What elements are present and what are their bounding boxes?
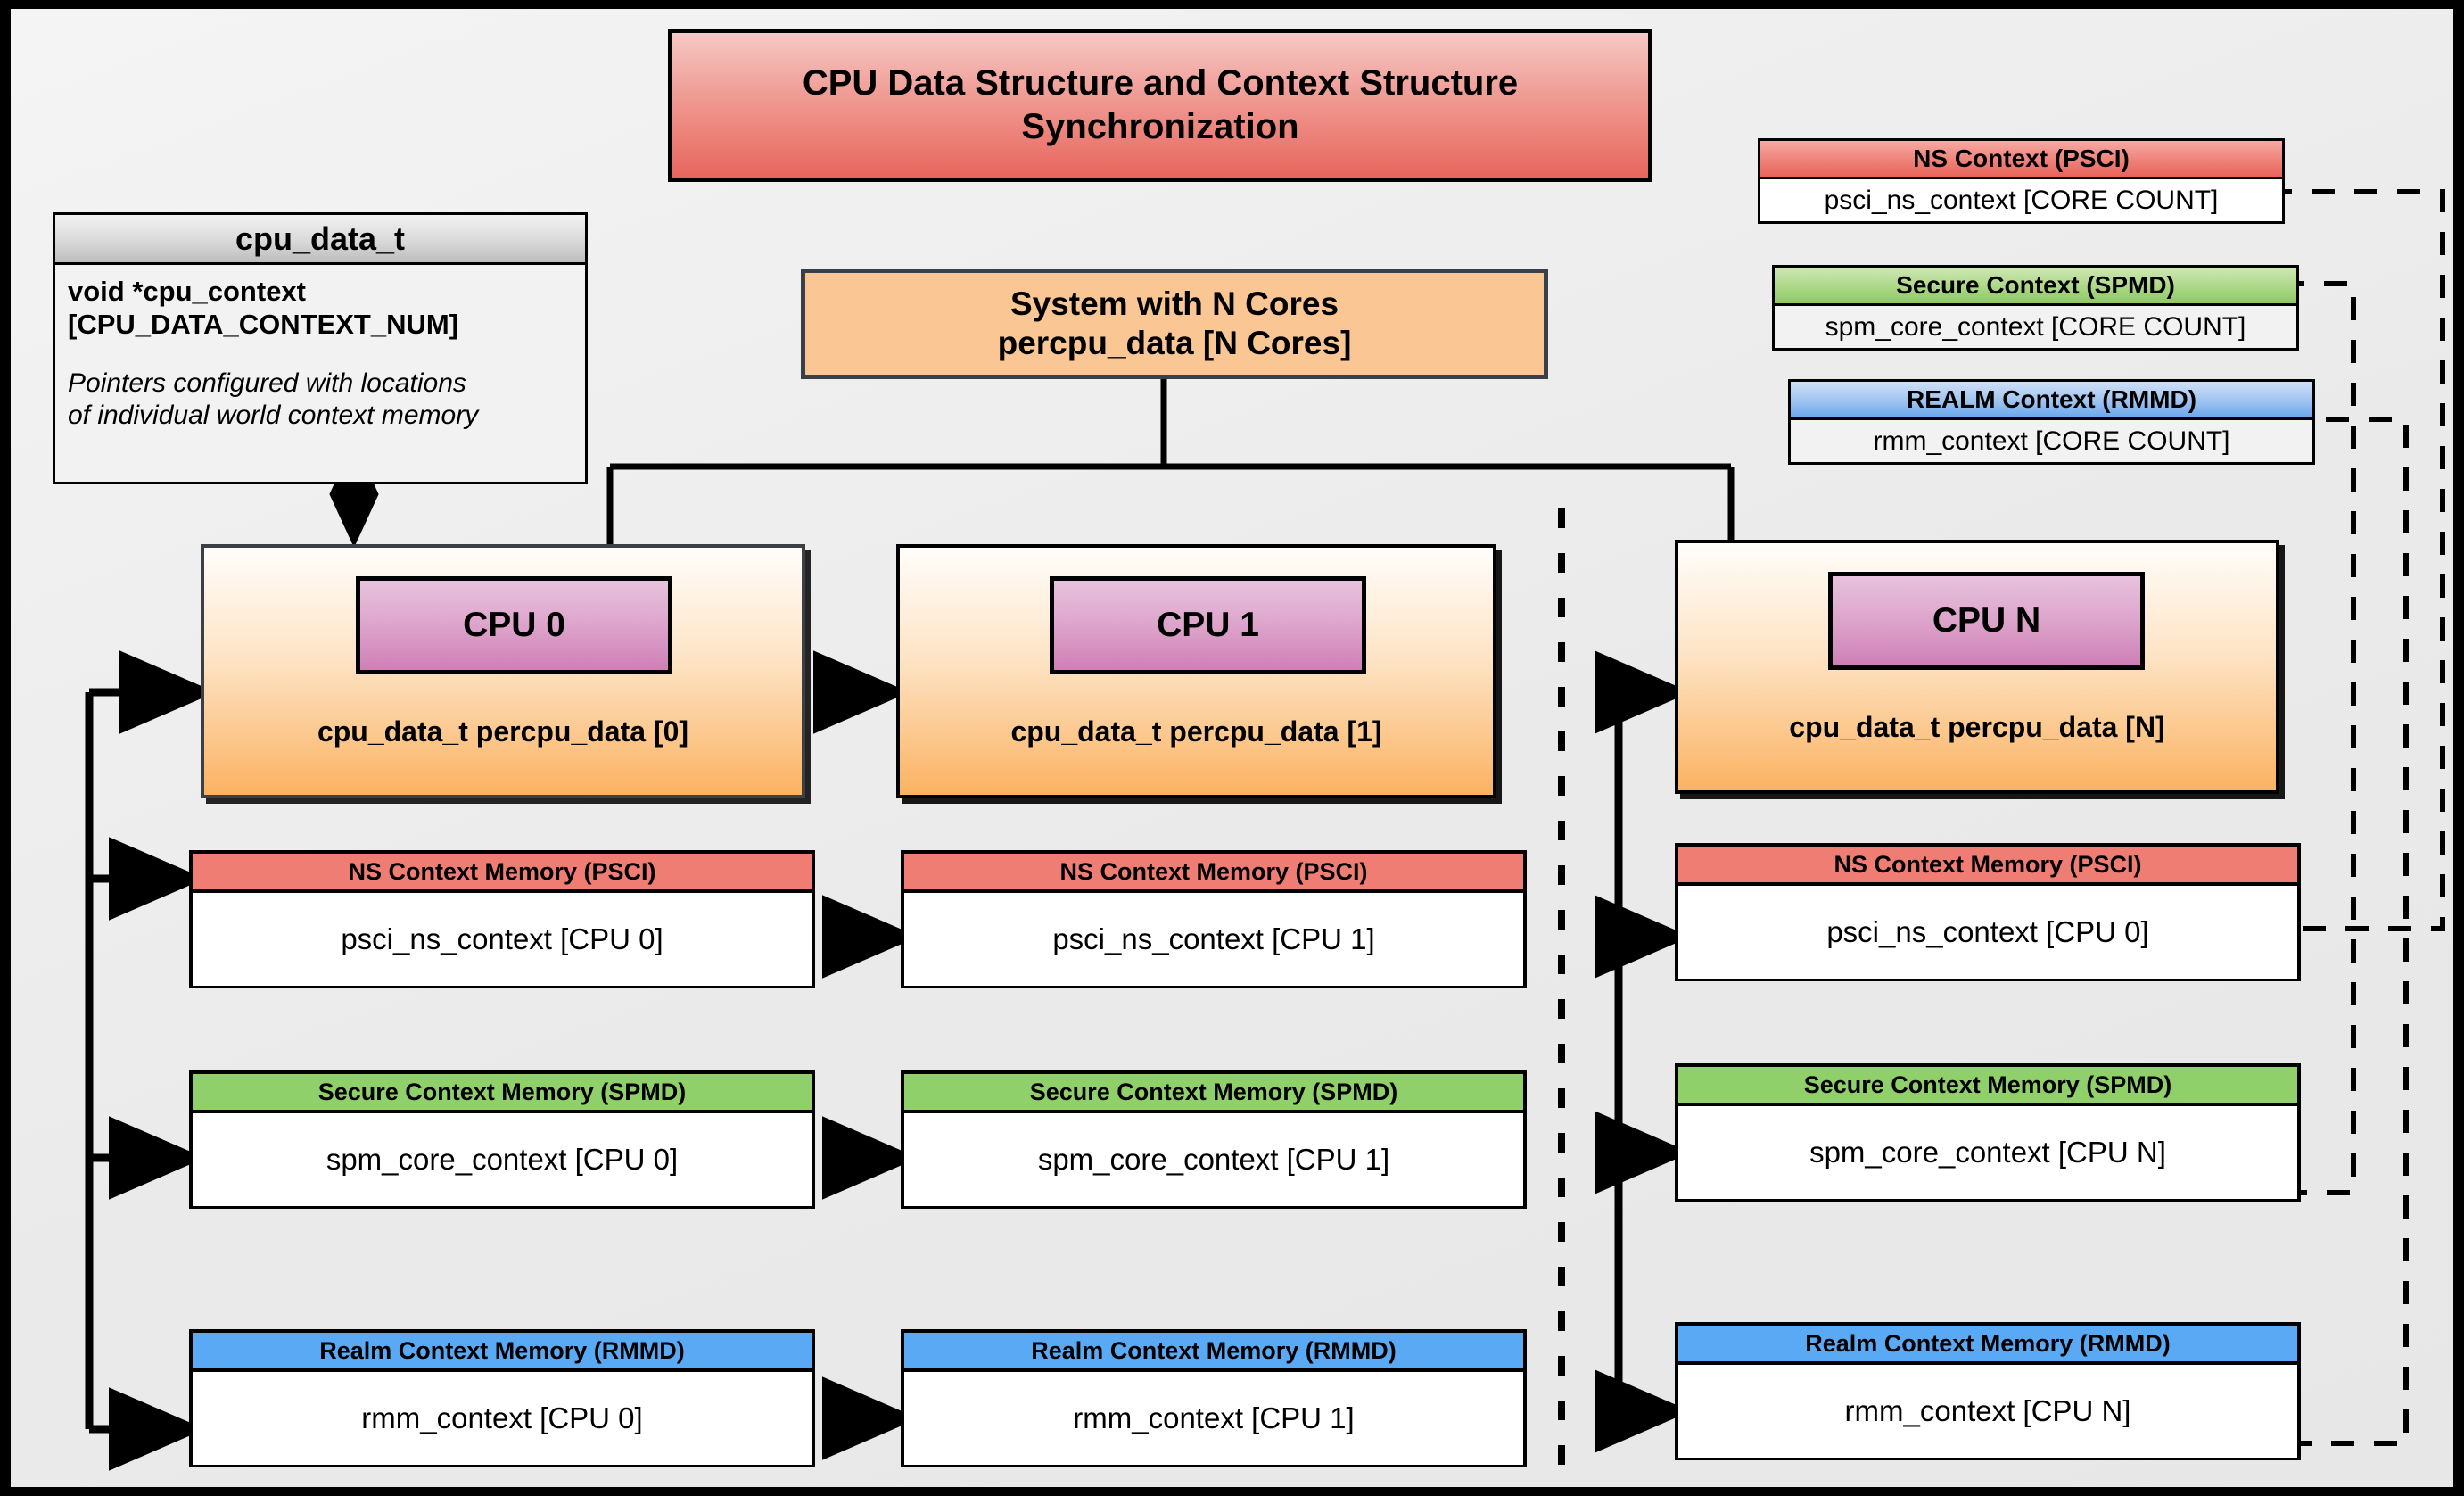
global-context-secure: Secure Context (SPMD) spm_core_context […	[1772, 265, 2299, 351]
cpu-data-t-struct-box: cpu_data_t void *cpu_context [CPU_DATA_C…	[53, 212, 588, 484]
global-context-ns-value: psci_ns_context [CORE COUNT]	[1760, 179, 2282, 221]
cpun-secure-context-value: spm_core_context [CPU N]	[1678, 1106, 2297, 1199]
cpu1-ns-context-value: psci_ns_context [CPU 1]	[904, 893, 1523, 986]
cpu-card-n: CPU N cpu_data_t percpu_data [N]	[1675, 540, 2279, 794]
cpu1-secure-context-value: spm_core_context [CPU 1]	[904, 1113, 1523, 1206]
cpu0-realm-context-value: rmm_context [CPU 0]	[193, 1372, 812, 1465]
cpu-data-t-struct-name: cpu_data_t	[55, 215, 585, 265]
global-context-secure-header: Secure Context (SPMD)	[1775, 268, 2296, 306]
global-context-realm-value: rmm_context [CORE COUNT]	[1791, 420, 2312, 462]
cpu-caption-0: cpu_data_t percpu_data [0]	[317, 715, 689, 748]
cpu-card-1: CPU 1 cpu_data_t percpu_data [1]	[896, 544, 1496, 798]
global-context-realm: REALM Context (RMMD) rmm_context [CORE C…	[1788, 379, 2315, 465]
global-context-secure-value: spm_core_context [CORE COUNT]	[1775, 306, 2296, 348]
cpu1-realm-context-value: rmm_context [CPU 1]	[904, 1372, 1523, 1465]
system-to-cpu-tree	[606, 371, 1735, 544]
global-context-realm-header: REALM Context (RMMD)	[1791, 382, 2312, 420]
cpu-data-t-note-line1: Pointers configured with locations	[68, 368, 466, 399]
cpu0-secure-context-header: Secure Context Memory (SPMD)	[193, 1074, 812, 1113]
cpu0-secure-context-memory: Secure Context Memory (SPMD) spm_core_co…	[189, 1070, 815, 1209]
cpu-caption-1: cpu_data_t percpu_data [1]	[1010, 715, 1382, 748]
cpu-chip-n: CPU N	[1828, 572, 2145, 670]
cpun-realm-context-value: rmm_context [CPU N]	[1678, 1365, 2297, 1458]
cpun-ns-context-header: NS Context Memory (PSCI)	[1678, 847, 2297, 886]
global-context-ns: NS Context (PSCI) psci_ns_context [CORE …	[1758, 138, 2285, 224]
system-line1: System with N Cores	[1009, 285, 1339, 322]
cpun-ns-context-value: psci_ns_context [CPU 0]	[1678, 886, 2297, 979]
cpu1-ns-context-memory: NS Context Memory (PSCI) psci_ns_context…	[901, 850, 1527, 988]
cpu-card-0: CPU 0 cpu_data_t percpu_data [0]	[201, 544, 805, 798]
cpun-realm-context-memory: Realm Context Memory (RMMD) rmm_context …	[1675, 1322, 2301, 1460]
left-pointer-bus	[85, 650, 216, 1471]
cpun-secure-context-memory: Secure Context Memory (SPMD) spm_core_co…	[1675, 1063, 2301, 1202]
cpu-data-t-field-line1: void *cpu_context	[68, 276, 306, 307]
global-context-ns-header: NS Context (PSCI)	[1760, 141, 2282, 179]
cpun-incoming-arrows	[1595, 650, 1691, 1453]
cpu-chip-0: CPU 0	[356, 576, 672, 674]
cpu-data-t-field-line2: [CPU_DATA_CONTEXT_NUM]	[68, 308, 459, 340]
cpu0-ns-context-value: psci_ns_context [CPU 0]	[193, 893, 812, 986]
cpu0-realm-context-memory: Realm Context Memory (RMMD) rmm_context …	[189, 1329, 815, 1467]
page-title-line1: CPU Data Structure and Context Structure	[802, 63, 1519, 103]
cpu0-ns-context-header: NS Context Memory (PSCI)	[193, 854, 812, 893]
cpu-data-t-field: void *cpu_context [CPU_DATA_CONTEXT_NUM]	[68, 276, 573, 341]
cpu1-realm-context-header: Realm Context Memory (RMMD)	[904, 1333, 1523, 1372]
diagram-inner-canvas: CPU Data Structure and Context Structure…	[11, 9, 2453, 1487]
cpu-chip-1: CPU 1	[1050, 576, 1366, 674]
cpu1-secure-context-memory: Secure Context Memory (SPMD) spm_core_co…	[901, 1070, 1527, 1209]
cpun-ns-context-memory: NS Context Memory (PSCI) psci_ns_context…	[1675, 843, 2301, 981]
cpun-secure-context-header: Secure Context Memory (SPMD)	[1678, 1067, 2297, 1106]
system-with-n-cores-box: System with N Cores percpu_data [N Cores…	[801, 269, 1548, 379]
cpu-caption-n: cpu_data_t percpu_data [N]	[1789, 711, 2165, 743]
cpu-data-t-note: Pointers configured with locations of in…	[68, 368, 573, 432]
cpu0-secure-context-value: spm_core_context [CPU 0]	[193, 1113, 812, 1206]
cpu-data-t-struct-body: void *cpu_context [CPU_DATA_CONTEXT_NUM]…	[55, 265, 585, 441]
cpu0-realm-context-header: Realm Context Memory (RMMD)	[193, 1333, 812, 1372]
page-title: CPU Data Structure and Context Structure…	[668, 29, 1652, 182]
cpu1-incoming-arrows	[813, 650, 919, 1460]
cpu1-ns-context-header: NS Context Memory (PSCI)	[904, 854, 1523, 893]
cpun-realm-context-header: Realm Context Memory (RMMD)	[1678, 1326, 2297, 1365]
system-line2: percpu_data [N Cores]	[997, 325, 1352, 361]
cpu1-secure-context-header: Secure Context Memory (SPMD)	[904, 1074, 1523, 1113]
page-title-line2: Synchronization	[1021, 107, 1299, 146]
cpu1-realm-context-memory: Realm Context Memory (RMMD) rmm_context …	[901, 1329, 1527, 1467]
cpu0-ns-context-memory: NS Context Memory (PSCI) psci_ns_context…	[189, 850, 815, 988]
cpu-data-t-note-line2: of individual world context memory	[68, 401, 479, 431]
